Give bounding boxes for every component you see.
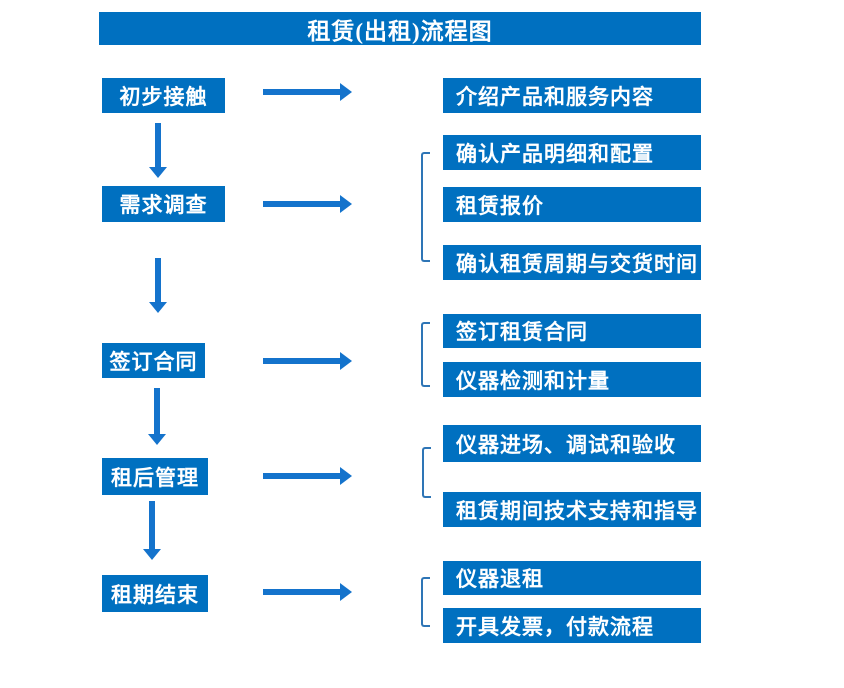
arrow-right-icon (263, 83, 352, 101)
group-bracket (421, 152, 430, 262)
output-box-rental-quote: 租赁报价 (443, 187, 701, 222)
stage-box-demand-survey: 需求调查 (102, 186, 225, 222)
arrow-down-icon (142, 501, 162, 560)
arrow-down-icon (148, 258, 168, 313)
output-box-instrument-setup: 仪器进场、调试和验收 (443, 425, 701, 462)
output-box-confirm-period-delivery: 确认租赁周期与交货时间 (443, 245, 701, 280)
arrow-down-icon (147, 388, 167, 445)
stage-box-sign-contract: 签订合同 (102, 343, 205, 378)
stage-box-initial-contact: 初步接触 (102, 78, 225, 113)
arrow-down-icon (148, 123, 168, 178)
arrow-right-icon (263, 195, 352, 213)
arrow-right-icon (263, 467, 352, 485)
flowchart-title: 租赁(出租)流程图 (99, 12, 701, 45)
output-box-introduce-products: 介绍产品和服务内容 (443, 78, 701, 113)
arrow-right-icon (263, 583, 352, 601)
arrow-right-icon (263, 352, 352, 370)
output-box-tech-support: 租赁期间技术支持和指导 (443, 492, 701, 527)
output-box-confirm-details: 确认产品明细和配置 (443, 135, 701, 170)
group-bracket (422, 447, 431, 498)
output-box-instrument-return: 仪器退租 (443, 561, 701, 595)
output-box-sign-rental-contract: 签订租赁合同 (443, 314, 701, 348)
output-box-instrument-testing: 仪器检测和计量 (443, 362, 701, 397)
output-box-invoice-payment: 开具发票，付款流程 (443, 608, 701, 643)
stage-box-post-rental-management: 租后管理 (102, 458, 208, 495)
stage-box-lease-end: 租期结束 (102, 575, 208, 612)
group-bracket (421, 577, 430, 627)
group-bracket (421, 322, 430, 387)
